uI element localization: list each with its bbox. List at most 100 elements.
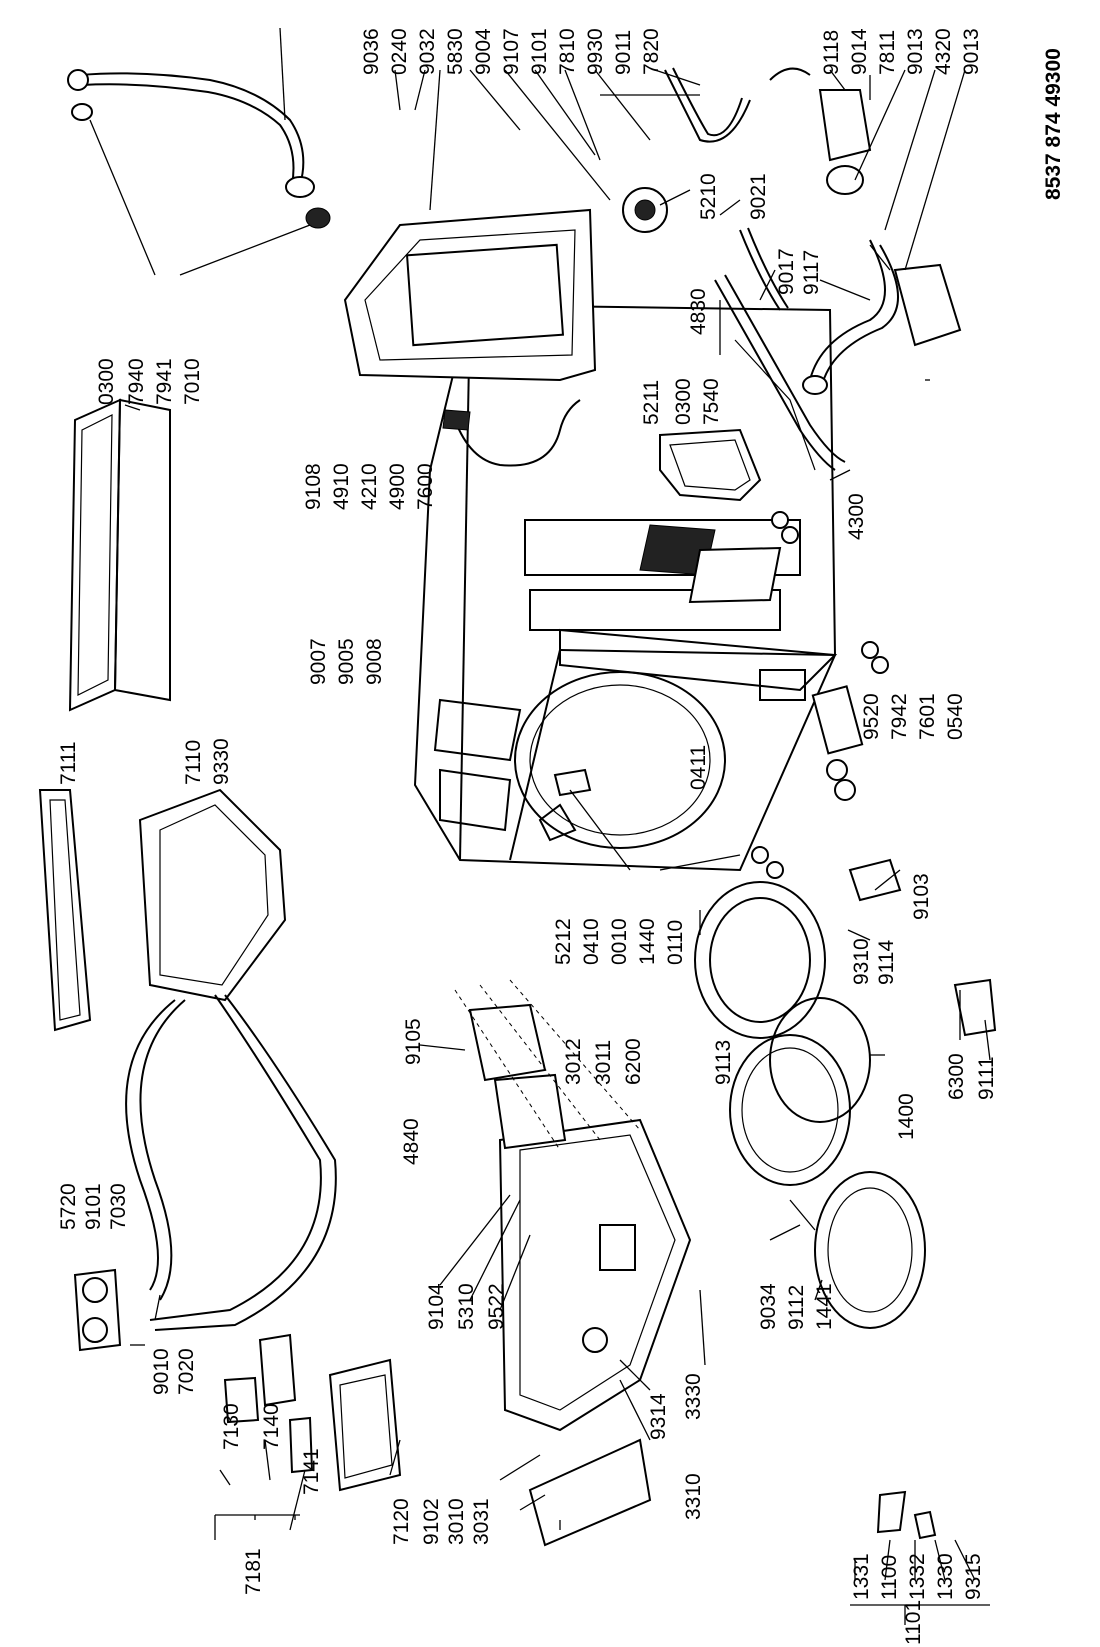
electronic-module-5210 — [659, 428, 762, 502]
label-6300: 6300 — [945, 1053, 968, 1100]
label-0240: 5830 — [444, 28, 467, 75]
label-0110: 0110 — [664, 920, 687, 965]
door-latch-parts — [876, 1490, 937, 1540]
document-code: 8537 874 49300 — [1042, 48, 1065, 200]
label-0411: 0411 — [687, 745, 710, 790]
label-9101-d: 9101 — [528, 28, 551, 75]
label-0410: 0410 — [580, 918, 603, 965]
label-9011: 5210 — [697, 173, 720, 220]
label-7181: 7181 — [242, 1548, 265, 1595]
label-9032: 9004 — [472, 28, 495, 75]
label-1100: 1100 — [878, 1555, 901, 1600]
label-7601: 0540 — [944, 693, 967, 740]
label-3031: 3031 — [470, 1498, 493, 1545]
label-9522: 9522 — [485, 1283, 508, 1330]
label-9014-a: 9013 — [904, 28, 927, 75]
label-9930: 7820 — [640, 28, 663, 75]
drain-pump-and-hoses — [739, 67, 962, 395]
label-4910: 4910 — [330, 463, 353, 510]
label-1400: 1400 — [895, 1093, 918, 1140]
label-9013: 9117 — [800, 250, 823, 295]
label-4900: 7600 — [414, 463, 437, 510]
label-7010: 9036 — [360, 28, 383, 75]
label-7811: 4320 — [932, 28, 955, 75]
label-9330: 9330 — [210, 738, 233, 785]
door-ring-1441 — [814, 1171, 926, 1329]
label-3012: 3012 — [562, 1038, 585, 1085]
label-9520: 7942 — [888, 693, 911, 740]
label-9101-a: 9101 — [82, 1183, 105, 1230]
label-1441: 1441 — [813, 1283, 836, 1330]
label-5212: 5212 — [552, 918, 575, 965]
label-9103-b: 0300 — [672, 378, 695, 425]
label-9014-b: 9013 — [960, 28, 983, 75]
label-9104: 9104 — [425, 1283, 448, 1330]
label-9111: 9111 — [975, 1056, 998, 1100]
label-9113: 9113 — [712, 1040, 735, 1085]
pressure-switch — [622, 187, 668, 233]
door-seal-1440 — [694, 881, 826, 1039]
tub-front-frame — [343, 208, 597, 382]
label-7820: 9021 — [747, 173, 770, 220]
label-9101-b: 4900 — [386, 463, 409, 510]
label-9101-c: 0240 — [388, 28, 411, 75]
label-4840: 4840 — [400, 1118, 423, 1165]
label-9034: 9034 — [757, 1283, 780, 1330]
label-1101: 1101 — [902, 1600, 925, 1645]
label-4210: 4210 — [358, 463, 381, 510]
label-7942: 7601 — [916, 693, 939, 740]
label-1440: 1440 — [636, 918, 659, 965]
label-7120: 7120 — [390, 1498, 413, 1545]
label-5310: 5310 — [455, 1283, 478, 1330]
label-7020: 7020 — [175, 1348, 198, 1395]
wiring-harness-4830 — [714, 274, 846, 471]
label-1331: 1331 — [850, 1553, 873, 1600]
label-7600: 9520 — [860, 693, 883, 740]
label-9021: 7540 — [700, 378, 723, 425]
label-9008: 9008 — [363, 638, 386, 685]
dispenser-hoses — [125, 994, 337, 1331]
inner-hose-loop — [664, 67, 751, 143]
label-3310: 3310 — [682, 1473, 705, 1520]
label-4300: 9014 — [848, 28, 871, 75]
control-panel-3010 — [498, 1118, 692, 1432]
control-board-pcb — [454, 979, 641, 1151]
label-9103-a: 0300 — [95, 358, 118, 405]
label-9107: 9930 — [584, 28, 607, 75]
label-9310: 9310 — [850, 938, 873, 985]
inlet-valve-5720 — [73, 1268, 122, 1352]
washing-machine-cabinet — [413, 303, 838, 872]
label-4830: 4300 — [845, 493, 868, 540]
label-9004: 7810 — [556, 28, 579, 75]
label-0300: 7940 — [125, 358, 148, 405]
label-7940: 7941 — [153, 358, 176, 405]
label-9010: 9010 — [150, 1348, 173, 1395]
label-0540: 9103 — [910, 873, 933, 920]
door-glass-1400 — [729, 997, 871, 1186]
label-3330: 3330 — [682, 1373, 705, 1420]
label-5830: 9107 — [500, 28, 523, 75]
label-7111: 7111 — [57, 741, 80, 785]
label-9005: 9005 — [335, 638, 358, 685]
label-9017: 9118 — [820, 30, 843, 75]
label-9036: 9032 — [416, 28, 439, 75]
label-9102: 9102 — [420, 1498, 443, 1545]
top-cover-panel — [68, 398, 171, 712]
label-9108: 9108 — [302, 463, 325, 510]
label-7030: 7030 — [107, 1183, 130, 1230]
label-5720: 5720 — [57, 1183, 80, 1230]
feet-and-filter — [751, 511, 902, 902]
part-number-labels: 8537 874 49300 9010 7020 7130 7140 7181 … — [57, 28, 1065, 1645]
mains-cable-4900 — [442, 399, 581, 467]
label-7941: 7010 — [181, 358, 204, 405]
label-9105: 9105 — [402, 1018, 425, 1065]
label-1330: 1330 — [934, 1553, 957, 1600]
label-7810: 9011 — [612, 30, 635, 75]
label-7140: 7140 — [260, 1403, 283, 1450]
label-5211: 4830 — [687, 288, 710, 335]
label-9007: 9007 — [307, 638, 330, 685]
door-hinge-6300 — [953, 978, 997, 1037]
label-9114: 9114 — [875, 940, 898, 985]
label-6200: 6200 — [622, 1038, 645, 1085]
